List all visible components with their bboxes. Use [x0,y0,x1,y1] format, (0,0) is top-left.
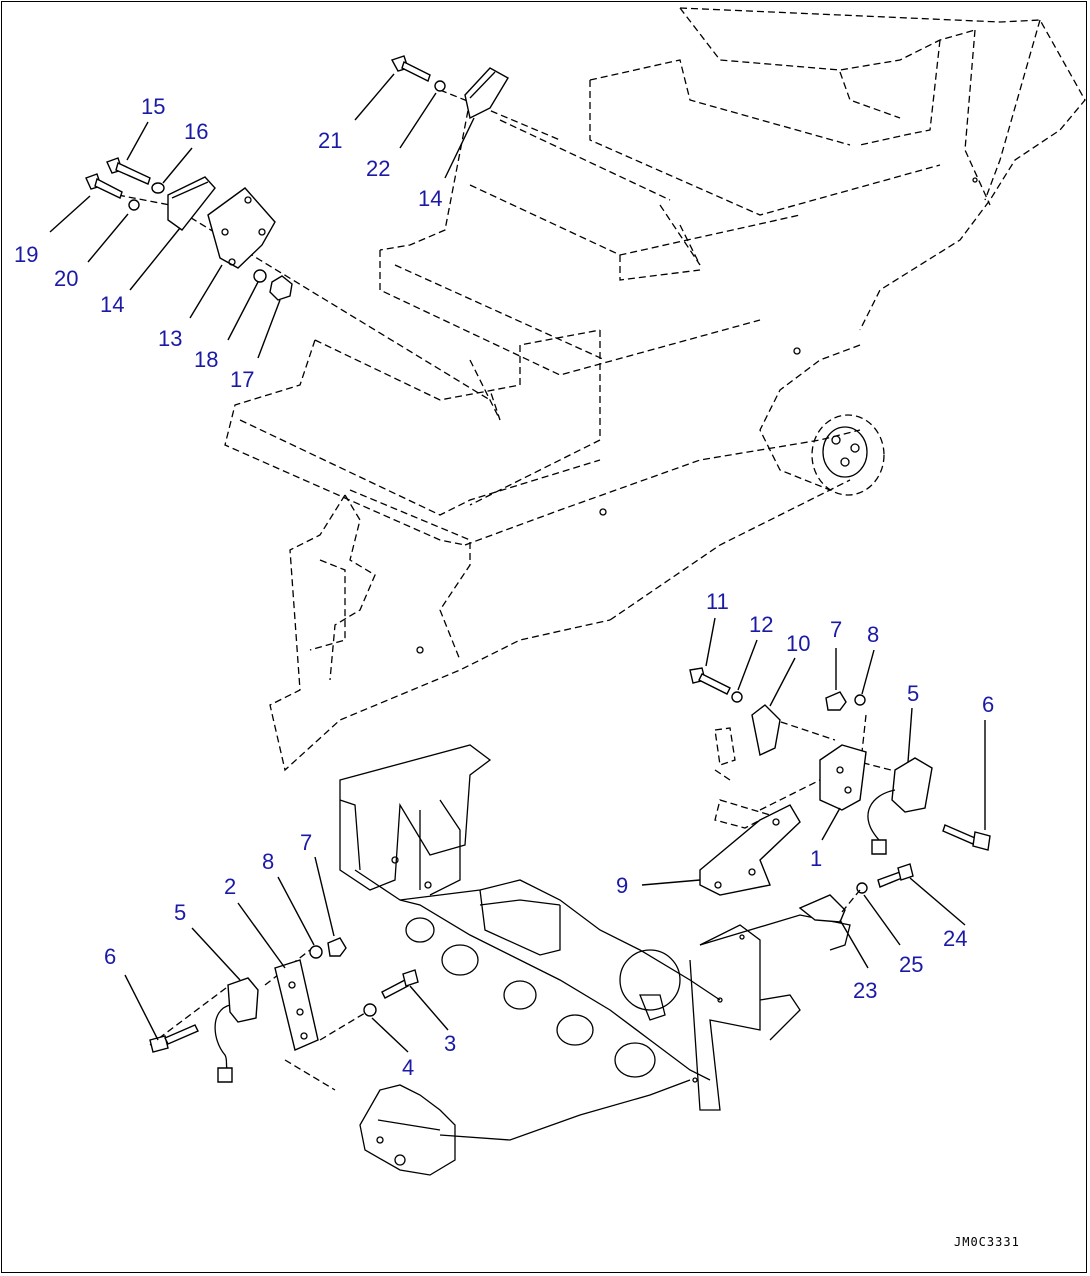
callout-10: 10 [786,631,810,656]
drawing-reference-code: JM0C3331 [954,1235,1020,1249]
callout-24: 24 [943,926,967,951]
callout-7-upper: 7 [830,617,842,642]
upper-left-mount-parts [85,157,491,401]
switch-5-right [891,757,933,813]
callout-22: 22 [366,156,390,181]
bracket-9 [699,804,801,896]
washer-4 [363,1003,377,1017]
callout-6-right: 6 [982,692,994,717]
callout-21: 21 [318,128,342,153]
bracket-14-top [464,67,509,120]
washer-16 [151,182,165,194]
callout-leaders [49,73,986,1053]
nut-17 [269,275,293,301]
plate-13 [207,187,276,269]
callout-18: 18 [194,347,218,372]
vehicle-frame-outline [224,7,1086,772]
bracket-1 [819,744,867,811]
callout-1: 1 [810,846,822,871]
bolt-3 [381,979,409,999]
washer-12 [731,691,743,703]
bolt-6-left [149,1035,169,1053]
nut-7-lower [327,937,347,957]
washer-20 [128,199,140,211]
callout-14-left: 14 [100,292,124,317]
upper-middle-mount-parts [390,55,561,141]
lower-frame-assembly [339,744,851,1176]
callout-5-left: 5 [174,900,186,925]
bracket-14-left [167,176,216,231]
left-switch-assembly [149,937,419,1091]
callout-23: 23 [853,978,877,1003]
switch-5-left [227,977,259,1023]
callout-6-left: 6 [104,944,116,969]
callout-20: 20 [54,266,78,291]
callout-3: 3 [444,1031,456,1056]
washer-8-upper [854,694,866,706]
right-switch-assembly [689,667,991,923]
callout-2: 2 [224,874,236,899]
callout-11: 11 [706,589,729,614]
nut-7-upper [825,691,847,711]
washer-8-lower [309,945,323,959]
callout-25: 25 [899,952,923,977]
callout-13: 13 [158,326,182,351]
callout-4: 4 [402,1055,414,1080]
bracket-23 [798,894,846,923]
callout-15: 15 [141,94,165,119]
bolt-6-right [942,824,976,845]
callout-8-upper: 8 [867,622,879,647]
washer-18 [253,269,267,283]
bolt-24 [877,871,903,888]
washer-22 [434,80,446,92]
callout-12: 12 [749,612,773,637]
callout-17: 17 [230,367,254,392]
callout-5-right: 5 [907,681,919,706]
plate-2 [274,959,319,1051]
bracket-10 [751,704,781,757]
callout-8-lower: 8 [262,849,274,874]
callout-16: 16 [184,119,208,144]
callout-19: 19 [14,242,38,267]
callout-7-lower: 7 [300,830,312,855]
callout-14-top: 14 [418,186,442,211]
callout-labels: 15 16 19 20 14 13 18 17 21 22 14 11 12 1… [14,94,1020,1249]
callout-9: 9 [616,873,628,898]
